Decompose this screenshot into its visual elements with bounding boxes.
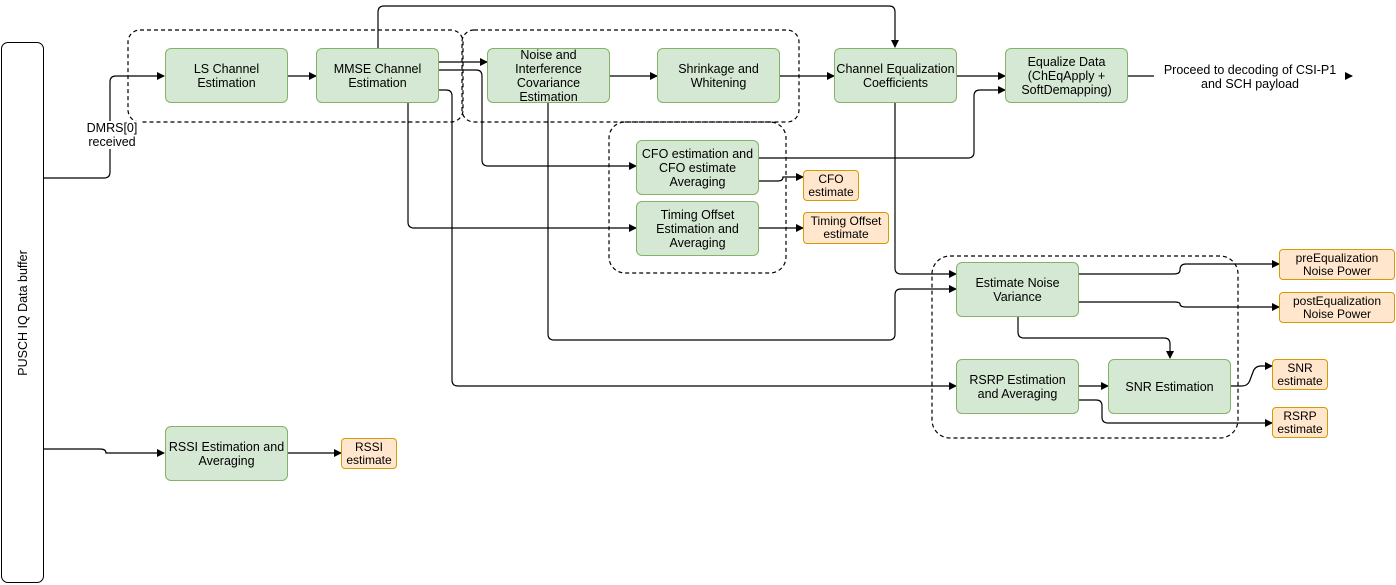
arrow-noise-var-to-pre-eq xyxy=(1078,260,1280,275)
arrow-cheq-to-noise-var xyxy=(894,103,957,278)
rsrp-estimation-block: RSRP Estimation and Averaging xyxy=(956,359,1079,414)
timing-offset-estimate-output: Timing Offset estimate xyxy=(803,212,889,244)
arrow-snr-to-snr-estimate xyxy=(1230,362,1273,387)
rsrp-estimate-output: RSRP estimate xyxy=(1272,407,1328,438)
noise-covariance-estimation-block: Noise and Interference Covariance Estima… xyxy=(487,48,610,104)
arrow-mmse-to-timing xyxy=(407,102,637,232)
iq-data-buffer: PUSCH IQ Data buffer xyxy=(1,42,44,583)
proceed-to-decoding-label: Proceed to decoding of CSI-P1 and SCH pa… xyxy=(1155,63,1345,91)
cfo-estimation-block: CFO estimation and CFO estimate Averagin… xyxy=(636,140,759,195)
group-cfo-timing xyxy=(608,121,787,274)
equalize-data-block: Equalize Data (ChEqApply + SoftDemapping… xyxy=(1005,48,1128,103)
snr-estimation-block: SNR Estimation xyxy=(1108,359,1231,414)
arrow-cfo-to-equalize xyxy=(758,86,1006,159)
group-noise-rsrp-snr xyxy=(931,255,1239,439)
dmrs-received-label: DMRS[0] received xyxy=(82,121,142,149)
rssi-estimate-output: RSSI estimate xyxy=(341,438,397,469)
rssi-estimation-block: RSSI Estimation and Averaging xyxy=(165,426,288,481)
arrow-noise-var-to-post-eq xyxy=(1078,301,1280,311)
estimate-noise-variance-block: Estimate Noise Variance xyxy=(956,262,1079,317)
arrow-noise-cov-to-noise-var xyxy=(547,103,957,341)
snr-estimate-output: SNR estimate xyxy=(1272,359,1328,390)
arrow-mmse-to-cfo xyxy=(438,69,637,170)
arrow-cfo-to-cfo-estimate xyxy=(758,173,804,182)
pre-equalization-noise-power-output: preEqualization Noise Power xyxy=(1279,249,1395,280)
arrow-buffer-to-rssi xyxy=(44,448,165,457)
cfo-estimate-output: CFO estimate xyxy=(803,170,859,201)
shrinkage-whitening-block: Shrinkage and Whitening xyxy=(657,48,780,103)
channel-equalization-coefficients-block: Channel Equalization Coefficients xyxy=(834,48,957,103)
ls-channel-estimation-block: LS Channel Estimation xyxy=(165,48,288,103)
iq-data-buffer-label: PUSCH IQ Data buffer xyxy=(15,249,30,376)
mmse-channel-estimation-block: MMSE Channel Estimation xyxy=(316,48,439,103)
arrow-mmse-to-rsrp xyxy=(438,89,957,390)
post-equalization-noise-power-output: postEqualization Noise Power xyxy=(1279,292,1395,323)
arrow-rsrp-to-rsrp-estimate xyxy=(1078,399,1273,427)
arrow-noise-var-to-snr xyxy=(1017,316,1174,359)
arrow-mmse-to-cheq xyxy=(377,5,899,48)
timing-offset-estimation-block: Timing Offset Estimation and Averaging xyxy=(636,201,759,256)
